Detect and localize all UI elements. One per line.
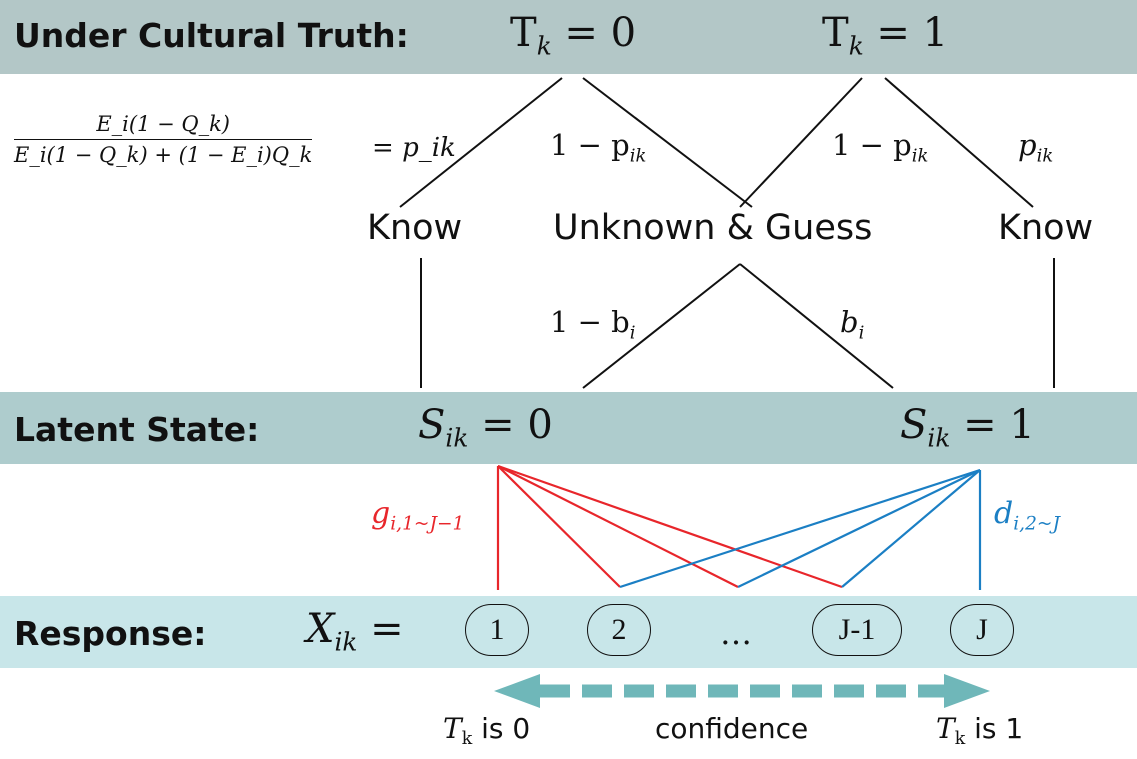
confidence-right-end: Tk is 1	[936, 712, 1024, 750]
confidence-arrow	[494, 674, 990, 708]
confidence-label: confidence	[655, 712, 809, 745]
response-category-j-minus-1: J-1	[812, 604, 902, 656]
edge-t0-know	[399, 77, 563, 208]
formula-result: = p_ik	[372, 133, 456, 163]
edge-t1-guess	[739, 77, 863, 208]
response-category-j: J	[950, 604, 1014, 656]
formula-numerator: E_i(1 − Q_k)	[96, 112, 230, 136]
cultural-truth-label: Under Cultural Truth:	[14, 16, 409, 55]
edge-t1-know	[884, 77, 1034, 208]
g-edge	[497, 464, 843, 589]
response-ellipsis: …	[720, 614, 752, 652]
response-variable: Xik =	[306, 606, 404, 657]
response-band	[0, 596, 1137, 668]
g-edge	[497, 465, 621, 588]
g-edges	[496, 464, 843, 590]
d-param-label: di,2~J	[994, 496, 1060, 535]
cultural-truth-band	[0, 0, 1137, 74]
latent-state-label: Latent State:	[14, 410, 260, 449]
formula-denominator: E_i(1 − Q_k) + (1 − E_i)Q_k	[14, 143, 313, 167]
edge-label-1-minus-p-right: 1 − pik	[832, 128, 929, 167]
latent-state-band	[0, 392, 1137, 464]
g-edge	[497, 465, 739, 588]
edge-t0-guess	[582, 77, 753, 208]
truth-value-1: Tk = 1	[822, 10, 949, 61]
edge-guess-state0	[582, 263, 741, 389]
truth-value-0: Tk = 0	[510, 10, 637, 61]
d-edge	[619, 468, 981, 589]
edge-label-b: bi	[840, 305, 865, 344]
edge-label-p-right: pik	[1018, 128, 1054, 167]
know-node-left: Know	[367, 208, 463, 248]
response-label: Response:	[14, 614, 207, 653]
edge-guess-state1	[739, 263, 894, 389]
confidence-left-end: Tk is 0	[443, 712, 531, 750]
g-param-label: gi,1~J−1	[371, 496, 465, 535]
d-edges	[619, 468, 982, 590]
edge-label-1-minus-p-left: 1 − pik	[550, 128, 647, 167]
d-edge	[737, 469, 981, 588]
latent-state-1: Sik = 1	[900, 402, 1035, 453]
response-category-2: 2	[587, 604, 651, 656]
p-formula: E_i(1 − Q_k) E_i(1 − Q_k) + (1 − E_i)Q_k	[14, 112, 313, 167]
edge-label-1-minus-b: 1 − bi	[550, 305, 636, 344]
d-edge	[841, 469, 981, 588]
latent-state-0: Sik = 0	[418, 402, 553, 453]
unknown-guess-node: Unknown & Guess	[553, 208, 873, 248]
know-node-right: Know	[998, 208, 1094, 248]
response-category-1: 1	[465, 604, 529, 656]
